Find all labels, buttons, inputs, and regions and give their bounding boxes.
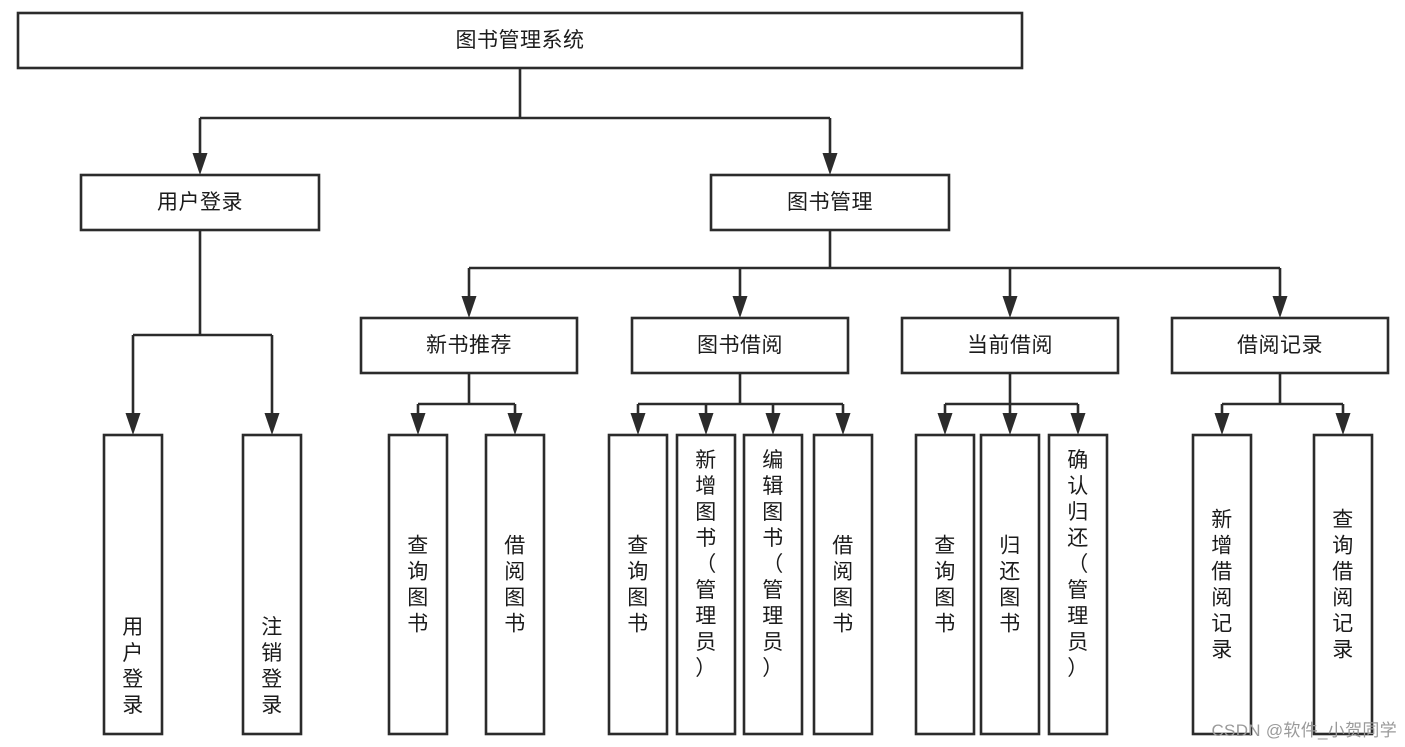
node-leaf-add-record[interactable]: 新增借阅记录 xyxy=(1191,433,1253,736)
node-root[interactable]: 图书管理系统 xyxy=(16,11,1024,70)
node-box[interactable] xyxy=(359,316,579,375)
node-label: 新书推荐 xyxy=(426,334,512,357)
node-leaf-query-book-2[interactable]: 查询图书 xyxy=(607,433,669,736)
node-leaf-return-book[interactable]: 归还图书 xyxy=(979,433,1041,736)
node-box[interactable] xyxy=(79,173,321,232)
node-label: 新增图书（管理员） xyxy=(695,449,717,680)
node-borrow-record[interactable]: 借阅记录 xyxy=(1170,316,1390,375)
arrowhead-icon xyxy=(1272,296,1288,318)
node-label: 借阅记录 xyxy=(1237,334,1323,357)
arrowhead-icon xyxy=(264,413,280,435)
node-leaf-query-record[interactable]: 查询借阅记录 xyxy=(1312,433,1374,736)
node-box[interactable] xyxy=(484,433,546,736)
arrowhead-icon xyxy=(732,296,748,318)
connector-group-book-manage xyxy=(461,230,1288,318)
node-leaf-borrow-book-1[interactable]: 借阅图书 xyxy=(484,433,546,736)
node-box[interactable] xyxy=(241,433,303,736)
node-layer: 图书管理系统用户登录图书管理新书推荐图书借阅当前借阅借阅记录用户登录注销登录查询… xyxy=(16,11,1390,736)
arrowhead-icon xyxy=(937,413,953,435)
node-box[interactable] xyxy=(900,316,1120,375)
node-box[interactable] xyxy=(1047,433,1109,736)
node-label: 查询图书 xyxy=(407,535,429,636)
node-label: 查询借阅记录 xyxy=(1332,509,1354,662)
arrowhead-icon xyxy=(1070,413,1086,435)
node-leaf-logout[interactable]: 注销登录 xyxy=(241,433,303,736)
arrowhead-icon xyxy=(192,153,208,175)
node-box[interactable] xyxy=(1191,433,1253,736)
node-box[interactable] xyxy=(812,433,874,736)
node-book-borrow[interactable]: 图书借阅 xyxy=(630,316,850,375)
node-label: 图书管理系统 xyxy=(456,29,585,52)
node-leaf-add-book[interactable]: 新增图书（管理员） xyxy=(675,433,737,736)
node-label: 确认归还（管理员） xyxy=(1067,449,1089,680)
connector-group-new-book-rec xyxy=(410,373,523,435)
node-leaf-borrow-book-2[interactable]: 借阅图书 xyxy=(812,433,874,736)
arrowhead-icon xyxy=(698,413,714,435)
node-label: 用户登录 xyxy=(157,191,243,214)
node-label: 借阅图书 xyxy=(832,535,854,636)
node-label: 新增借阅记录 xyxy=(1211,509,1233,662)
arrowhead-icon xyxy=(1214,413,1230,435)
node-box[interactable] xyxy=(630,316,850,375)
arrowhead-icon xyxy=(507,413,523,435)
node-new-book-rec[interactable]: 新书推荐 xyxy=(359,316,579,375)
connector-group-book-borrow xyxy=(630,373,851,435)
node-leaf-query-book-1[interactable]: 查询图书 xyxy=(387,433,449,736)
node-box[interactable] xyxy=(742,433,804,736)
connector-group-borrow-record xyxy=(1214,373,1351,435)
node-box[interactable] xyxy=(1312,433,1374,736)
arrowhead-icon xyxy=(125,413,141,435)
node-box[interactable] xyxy=(1170,316,1390,375)
arrowhead-icon xyxy=(835,413,851,435)
arrowhead-icon xyxy=(630,413,646,435)
node-user-login[interactable]: 用户登录 xyxy=(79,173,321,232)
node-leaf-edit-book[interactable]: 编辑图书（管理员） xyxy=(742,433,804,736)
arrowhead-icon xyxy=(765,413,781,435)
node-leaf-user-login[interactable]: 用户登录 xyxy=(102,433,164,736)
node-box[interactable] xyxy=(979,433,1041,736)
node-box[interactable] xyxy=(607,433,669,736)
node-label: 借阅图书 xyxy=(504,535,526,636)
node-box[interactable] xyxy=(914,433,976,736)
node-leaf-query-book-3[interactable]: 查询图书 xyxy=(914,433,976,736)
node-box[interactable] xyxy=(16,11,1024,70)
node-label: 查询图书 xyxy=(934,535,956,636)
node-current-borrow[interactable]: 当前借阅 xyxy=(900,316,1120,375)
arrowhead-icon xyxy=(410,413,426,435)
node-box[interactable] xyxy=(387,433,449,736)
node-label: 图书借阅 xyxy=(697,334,783,357)
connector-group-root xyxy=(192,68,838,175)
arrowhead-icon xyxy=(1002,296,1018,318)
arrowhead-icon xyxy=(1002,413,1018,435)
node-book-manage[interactable]: 图书管理 xyxy=(709,173,951,232)
node-label: 用户登录 xyxy=(122,616,144,717)
node-box[interactable] xyxy=(675,433,737,736)
node-label: 编辑图书（管理员） xyxy=(762,449,784,680)
arrowhead-icon xyxy=(461,296,477,318)
watermark-text: CSDN @软件_小贺同学 xyxy=(1211,721,1397,740)
node-label: 注销登录 xyxy=(261,616,283,717)
arrowhead-icon xyxy=(1335,413,1351,435)
node-label: 图书管理 xyxy=(787,191,873,214)
arrowhead-icon xyxy=(822,153,838,175)
connector-group-current-borrow xyxy=(937,373,1086,435)
connector-group-user-login xyxy=(125,230,280,435)
node-label: 归还图书 xyxy=(999,535,1021,636)
node-box[interactable] xyxy=(709,173,951,232)
node-leaf-confirm-return[interactable]: 确认归还（管理员） xyxy=(1047,433,1109,736)
node-label: 当前借阅 xyxy=(967,334,1053,357)
node-box[interactable] xyxy=(102,433,164,736)
node-label: 查询图书 xyxy=(627,535,649,636)
connector-layer xyxy=(125,68,1351,435)
